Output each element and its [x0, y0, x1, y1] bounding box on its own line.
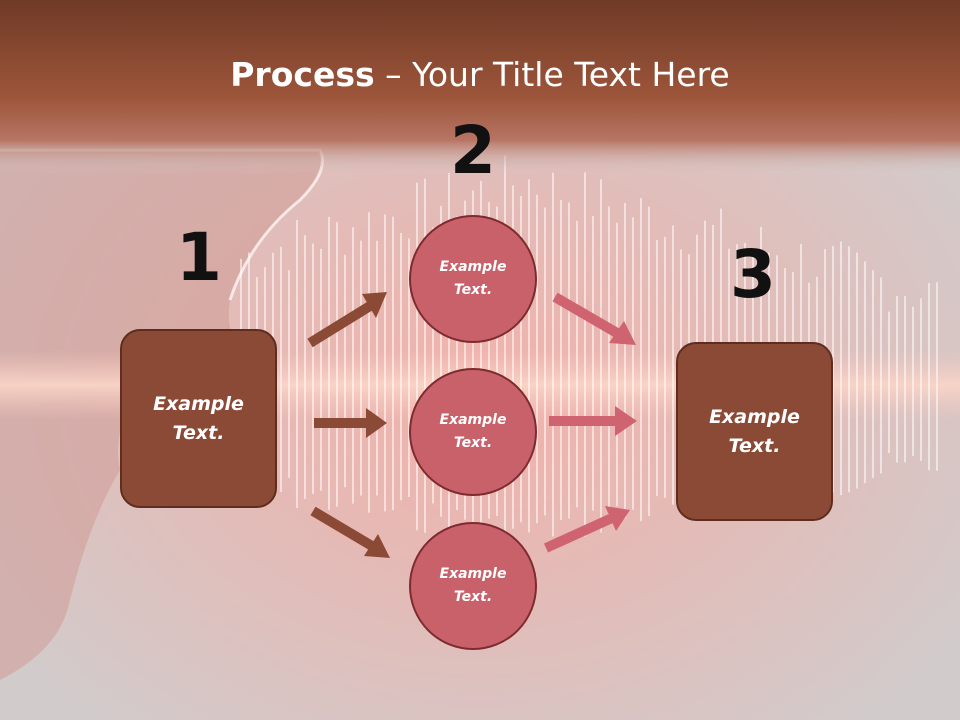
- background-equalizer-bar: [400, 233, 402, 501]
- left-box-label: Example Text.: [153, 392, 244, 444]
- background-equalizer-bar: [544, 207, 546, 516]
- background-equalizer-bar: [512, 185, 514, 529]
- background-equalizer-bar: [848, 246, 850, 493]
- background-equalizer-bar: [936, 282, 938, 471]
- circle-bottom-label: Example Text.: [439, 566, 507, 605]
- background-equalizer-bar: [360, 240, 362, 496]
- background-equalizer-bar: [640, 198, 642, 522]
- background-equalizer-bar: [648, 206, 650, 516]
- background-equalizer-bar: [632, 217, 634, 510]
- step-number-3: 3: [730, 236, 776, 313]
- background-equalizer-bar: [328, 216, 330, 510]
- arrow-right-upper: [552, 292, 636, 345]
- arrow-left-upper: [307, 292, 387, 348]
- background-equalizer-bar: [520, 196, 522, 523]
- background-equalizer-bar: [424, 178, 426, 533]
- background-equalizer-bar: [552, 172, 554, 537]
- background-equalizer-bar: [336, 222, 338, 507]
- circle-top: Example Text.: [409, 215, 537, 343]
- background-equalizer-bar: [304, 235, 306, 499]
- background-equalizer-bar: [536, 194, 538, 524]
- title-bold: Process: [230, 55, 375, 94]
- background-equalizer-bar: [856, 252, 858, 489]
- slide-title: Process – Your Title Text Here: [0, 52, 960, 98]
- background-equalizer-bar: [584, 172, 586, 537]
- background-equalizer-bar: [568, 202, 570, 519]
- background-equalizer-bar: [528, 179, 530, 533]
- background-equalizer-bar: [600, 179, 602, 533]
- background-equalizer-bar: [504, 155, 506, 547]
- background-equalizer-bar: [408, 238, 410, 497]
- circle-top-label: Example Text.: [439, 259, 507, 298]
- background-equalizer-bar: [440, 205, 442, 517]
- arrow-right-lower: [543, 506, 630, 553]
- circle-middle: Example Text.: [409, 368, 537, 496]
- background-equalizer-bar: [832, 245, 834, 493]
- background-equalizer-bar: [472, 190, 474, 526]
- background-equalizer-bar: [872, 270, 874, 478]
- background-equalizer-bar: [480, 180, 482, 532]
- background-equalizer-bar: [904, 296, 906, 463]
- background-equalizer-bar: [416, 182, 418, 531]
- background-equalizer-bar: [352, 227, 354, 504]
- left-process-box: Example Text.: [120, 329, 277, 508]
- background-equalizer-bar: [288, 270, 290, 478]
- arrow-left-lower: [310, 506, 390, 558]
- background-equalizer-bar: [384, 214, 386, 512]
- background-equalizer-bar: [496, 206, 498, 517]
- background-equalizer-bar: [608, 206, 610, 517]
- background-equalizer-bar: [888, 311, 890, 454]
- background-equalizer-bar: [320, 248, 322, 491]
- background-equalizer-bar: [576, 220, 578, 508]
- background-equalizer-bar: [672, 225, 674, 505]
- background-equalizer-bar: [448, 172, 450, 537]
- right-box-label: Example Text.: [709, 405, 800, 457]
- title-rest: – Your Title Text Here: [374, 55, 730, 94]
- background-equalizer-bar: [896, 295, 898, 463]
- background-equalizer-bar: [280, 246, 282, 492]
- circle-middle-label: Example Text.: [439, 412, 507, 451]
- background-equalizer-bar: [920, 298, 922, 461]
- background-equalizer-bar: [592, 215, 594, 511]
- background-equalizer-bar: [376, 240, 378, 496]
- arrow-left-middle: [314, 408, 387, 438]
- background-equalizer-bar: [560, 200, 562, 520]
- background-equalizer-bar: [344, 254, 346, 488]
- background-equalizer-bar: [488, 202, 490, 519]
- background-equalizer-bar: [368, 212, 370, 513]
- background-equalizer-bar: [624, 202, 626, 519]
- background-equalizer-bar: [464, 200, 466, 520]
- background-equalizer-bar: [296, 219, 298, 509]
- background-equalizer-bar: [864, 261, 866, 484]
- background-equalizer-bar: [616, 222, 618, 507]
- circle-bottom: Example Text.: [409, 522, 537, 650]
- background-equalizer-bar: [912, 306, 914, 456]
- background-equalizer-bar: [880, 277, 882, 474]
- background-equalizer-bar: [656, 239, 658, 497]
- background-equalizer-bar: [664, 236, 666, 498]
- right-process-box: Example Text.: [676, 342, 833, 521]
- step-number-1: 1: [176, 219, 222, 296]
- background-equalizer-bar: [928, 283, 930, 471]
- background-equalizer-bar: [456, 216, 458, 511]
- background-equalizer-bar: [840, 241, 842, 496]
- background-equalizer-bar: [432, 227, 434, 504]
- background-equalizer-bar: [392, 216, 394, 511]
- step-number-2: 2: [450, 112, 496, 189]
- background-equalizer-bar: [312, 243, 314, 494]
- arrow-right-middle: [549, 406, 637, 436]
